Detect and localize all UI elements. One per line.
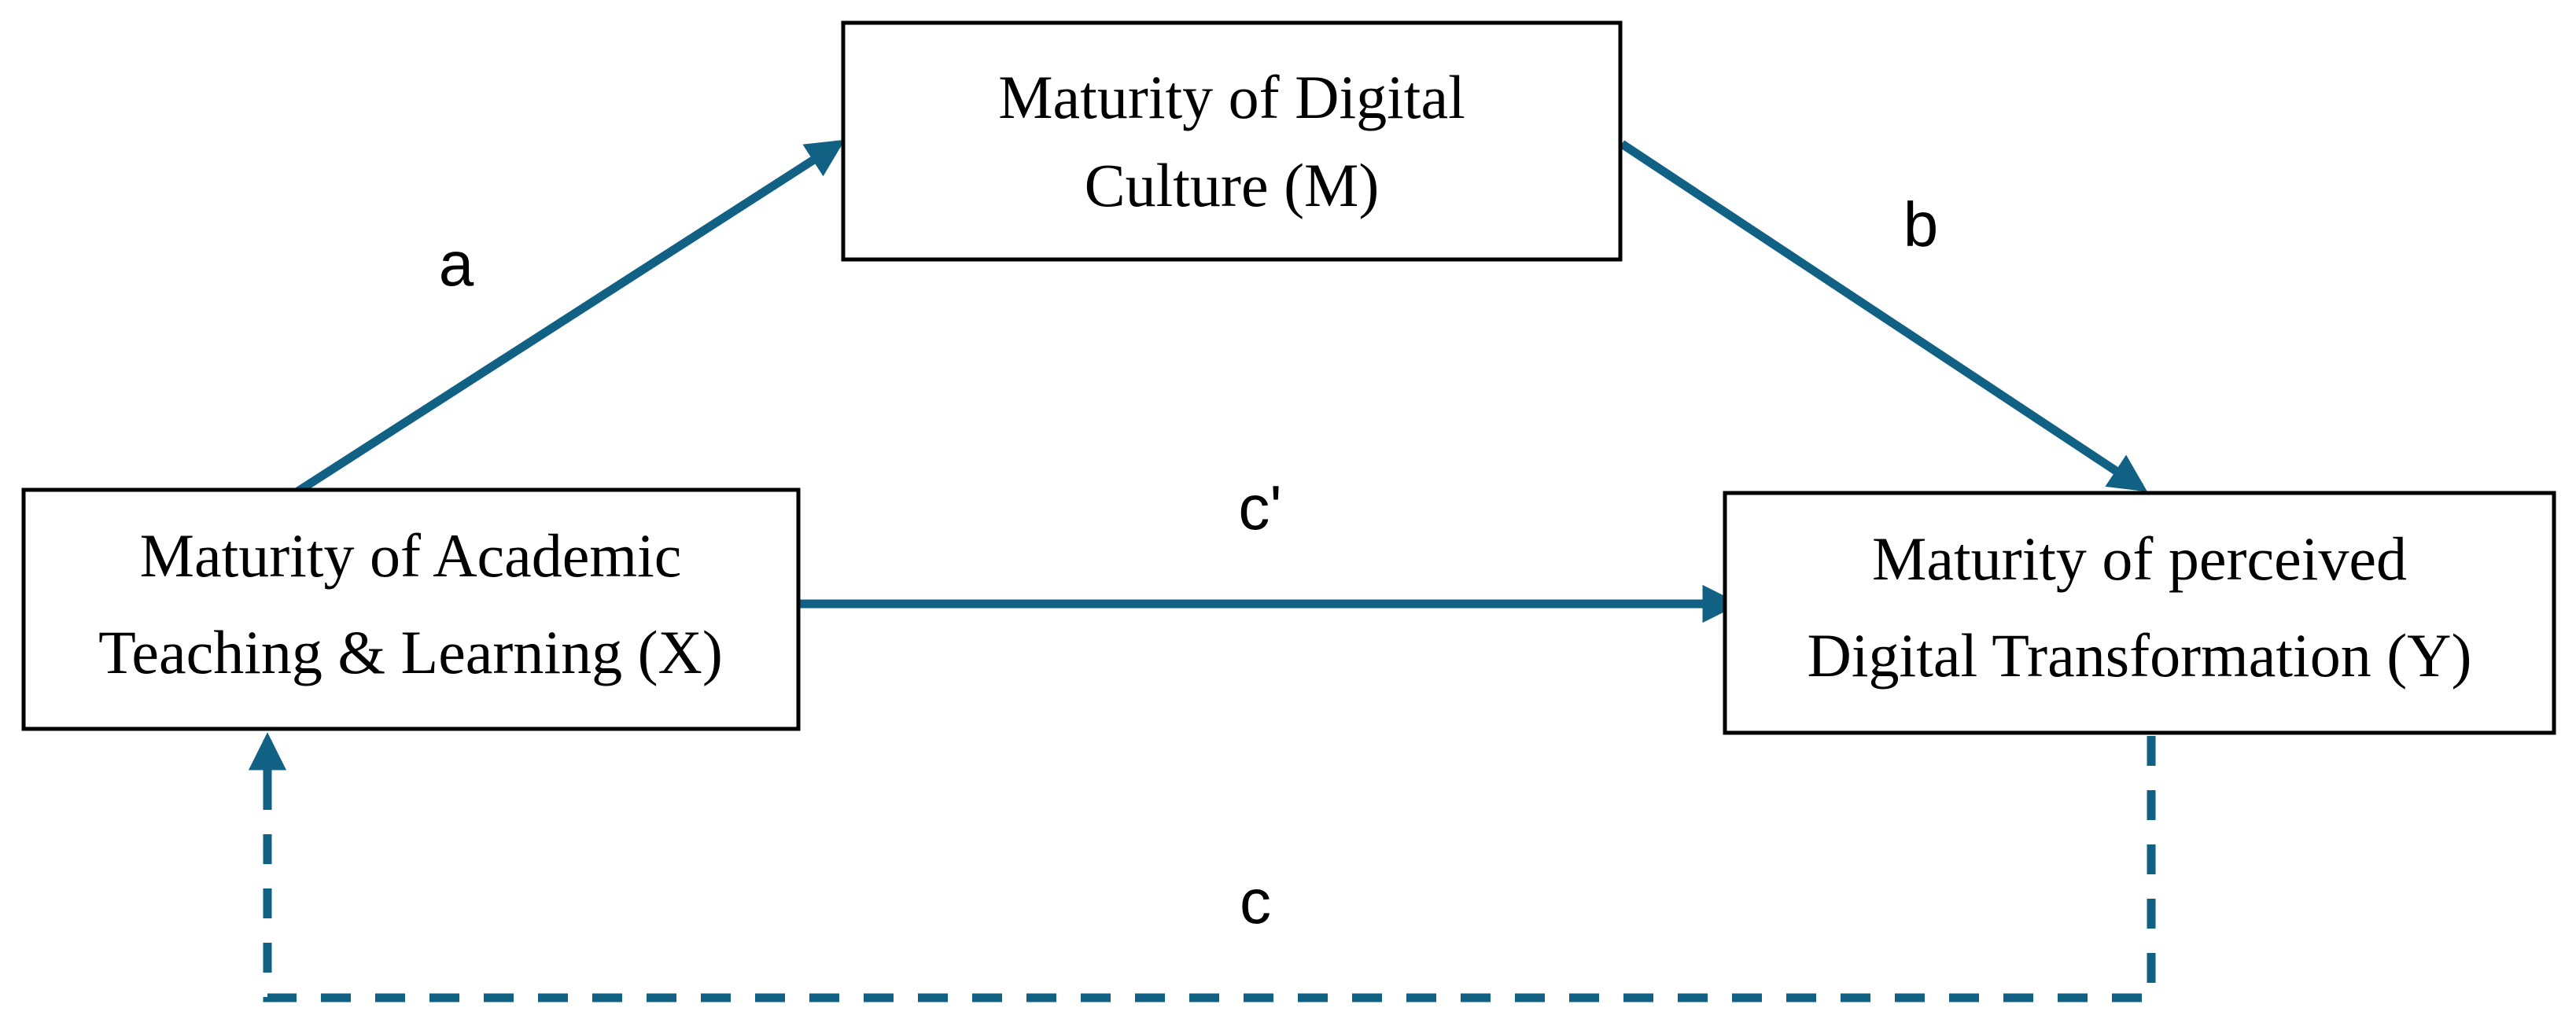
dependent-label-line1: Maturity of perceived xyxy=(1872,524,2407,593)
path-c-dashed-route xyxy=(263,736,2156,1002)
path-b-arrow xyxy=(1619,140,2148,492)
path-b-label: b xyxy=(1903,189,1939,259)
dependent-label-line2: Digital Transformation (Y) xyxy=(1808,621,2472,690)
mediator-box xyxy=(841,20,1623,262)
mediator-label-line2: Culture (M) xyxy=(1085,151,1380,219)
path-c-prime-label: c' xyxy=(1238,473,1281,543)
path-a-arrow xyxy=(294,139,846,496)
mediator-label-line1: Maturity of Digital xyxy=(998,63,1465,131)
path-c-label: c xyxy=(1240,866,1271,936)
path-a-label: a xyxy=(439,229,474,299)
dependent-box xyxy=(1723,491,2556,735)
independent-label-line1: Maturity of Academic xyxy=(140,521,682,590)
independent-box xyxy=(21,487,801,731)
independent-label-line2: Teaching & Learning (X) xyxy=(98,618,723,686)
